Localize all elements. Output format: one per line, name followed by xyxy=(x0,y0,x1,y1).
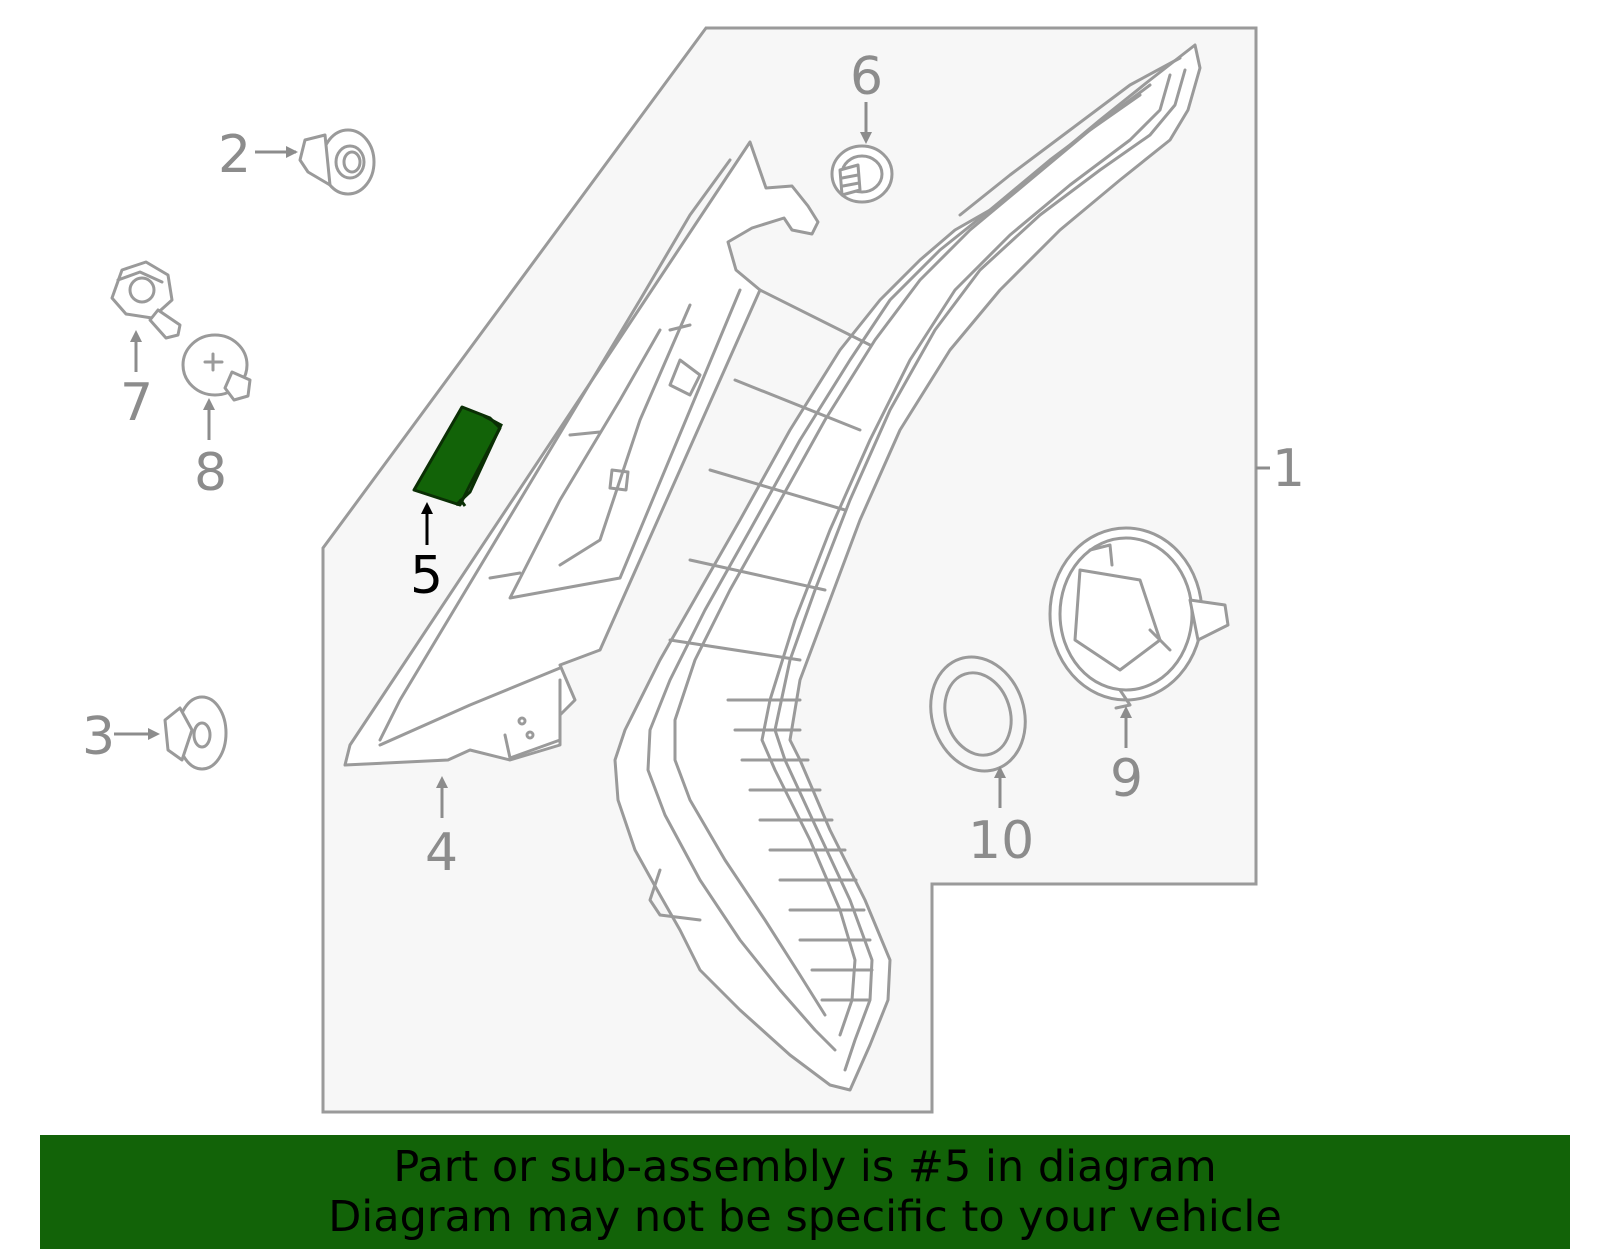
gasket-ring xyxy=(929,655,1027,773)
callout-1: 1 xyxy=(1272,439,1305,499)
nut-clip xyxy=(163,695,228,771)
banner-line-1: Part or sub-assembly is #5 in diagram xyxy=(393,1142,1217,1192)
pillar-trim-panel xyxy=(343,140,820,767)
hex-nut xyxy=(110,260,182,340)
callout-9: 9 xyxy=(1110,749,1143,809)
callout-arrows xyxy=(114,102,1132,818)
callout-5: 5 xyxy=(410,546,443,606)
banner-line-2: Diagram may not be specific to your vehi… xyxy=(328,1192,1282,1242)
push-pin-clip xyxy=(298,128,376,196)
round-clip xyxy=(181,333,252,402)
highlighted-part-5 xyxy=(412,405,503,507)
callout-6: 6 xyxy=(850,47,883,107)
tail-lamp-assembly xyxy=(613,43,1202,1092)
callout-10: 10 xyxy=(968,811,1034,871)
callout-2: 2 xyxy=(218,125,251,185)
bulb-socket xyxy=(1048,526,1230,710)
callout-8: 8 xyxy=(194,443,227,503)
callout-3: 3 xyxy=(82,707,115,767)
callout-7: 7 xyxy=(120,373,153,433)
screw-grommet xyxy=(830,144,894,204)
callout-4: 4 xyxy=(425,823,458,883)
info-banner: Part or sub-assembly is #5 in diagram Di… xyxy=(40,1135,1570,1249)
